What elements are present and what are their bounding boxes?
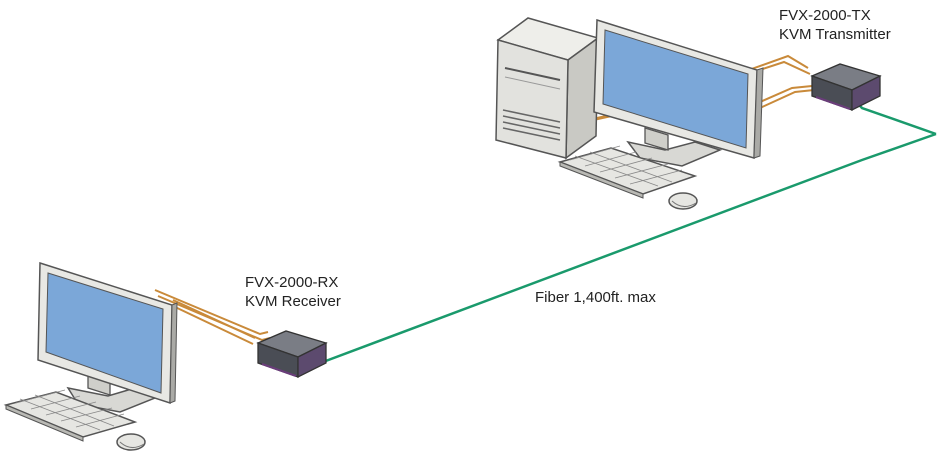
keyboard-icon: [3, 389, 138, 442]
kvm-transmitter-icon: [810, 63, 882, 112]
computer-tower-icon: [495, 17, 600, 160]
transmitter-model: FVX-2000-TX: [779, 7, 871, 24]
receiver-description: KVM Receiver: [245, 293, 341, 310]
transmitter-label: FVX-2000-TX KVM Transmitter: [779, 6, 891, 44]
keyboard-icon: [557, 145, 698, 199]
receiver-label: FVX-2000-RX KVM Receiver: [245, 273, 341, 311]
monitor-icon: [593, 18, 764, 167]
monitor-icon: [37, 261, 178, 413]
fiber-length-label: Fiber 1,400ft. max: [535, 289, 656, 306]
mouse-icon: [668, 192, 698, 210]
mouse-icon: [116, 433, 146, 451]
kvm-receiver-icon: [256, 330, 328, 379]
receiver-model: FVX-2000-RX: [245, 274, 339, 291]
transmitter-description: KVM Transmitter: [779, 26, 891, 43]
